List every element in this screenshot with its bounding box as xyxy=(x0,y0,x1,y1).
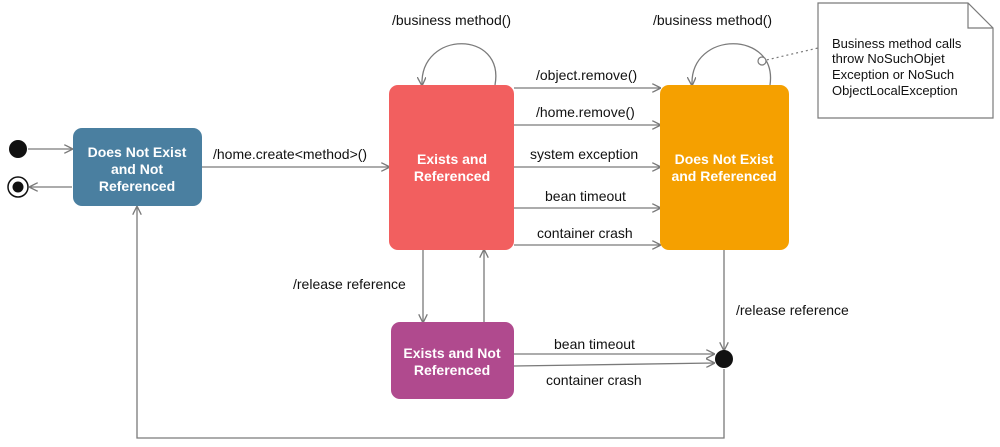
label-object-remove: /object.remove() xyxy=(536,67,637,83)
label-container-crash-2: container crash xyxy=(546,372,642,388)
label-system-exception: system exception xyxy=(530,146,638,162)
svg-text:and Not: and Not xyxy=(111,161,163,177)
svg-text:Referenced: Referenced xyxy=(414,168,490,184)
state-does-not-exist-not-referenced: Does Not Exist and Not Referenced xyxy=(73,128,202,206)
label-release-reference-1: /release reference xyxy=(293,276,406,292)
edge-loop-business-method-2 xyxy=(692,43,772,85)
label-business-method-2: /business method() xyxy=(653,12,772,28)
svg-text:Exists and: Exists and xyxy=(417,151,487,167)
edge-return-to-not-exist xyxy=(137,207,725,439)
junction-point xyxy=(715,350,733,368)
svg-text:and Referenced: and Referenced xyxy=(671,168,776,184)
svg-text:Does Not Exist: Does Not Exist xyxy=(88,144,187,160)
svg-text:Exception or NoSuch: Exception or NoSuch xyxy=(832,67,954,82)
svg-text:Referenced: Referenced xyxy=(414,362,490,378)
label-bean-timeout-2: bean timeout xyxy=(554,336,635,352)
label-container-crash-1: container crash xyxy=(537,225,633,241)
svg-text:Exists and Not: Exists and Not xyxy=(403,345,501,361)
final-state xyxy=(7,176,29,198)
state-exists-and-not-referenced: Exists and Not Referenced xyxy=(391,322,514,399)
label-release-reference-2: /release reference xyxy=(736,302,849,318)
label-create: /home.create<method>() xyxy=(213,146,367,162)
label-home-remove: /home.remove() xyxy=(536,104,635,120)
svg-text:ObjectLocalException: ObjectLocalException xyxy=(832,83,958,98)
svg-text:throw NoSuchObjet: throw NoSuchObjet xyxy=(832,51,945,66)
svg-text:Business method calls: Business method calls xyxy=(832,36,962,51)
initial-state xyxy=(9,140,27,158)
label-bean-timeout-1: bean timeout xyxy=(545,188,626,204)
label-business-method-1: /business method() xyxy=(392,12,511,28)
state-exists-and-referenced: Exists and Referenced xyxy=(389,85,514,250)
note: Business method calls throw NoSuchObjet … xyxy=(757,2,994,119)
svg-text:Referenced: Referenced xyxy=(99,178,175,194)
svg-text:Does Not Exist: Does Not Exist xyxy=(675,151,774,167)
state-does-not-exist-and-referenced: Does Not Exist and Referenced xyxy=(660,85,789,250)
edge-loop-business-method-1 xyxy=(422,43,497,85)
edge-container-crash-2 xyxy=(513,363,714,366)
